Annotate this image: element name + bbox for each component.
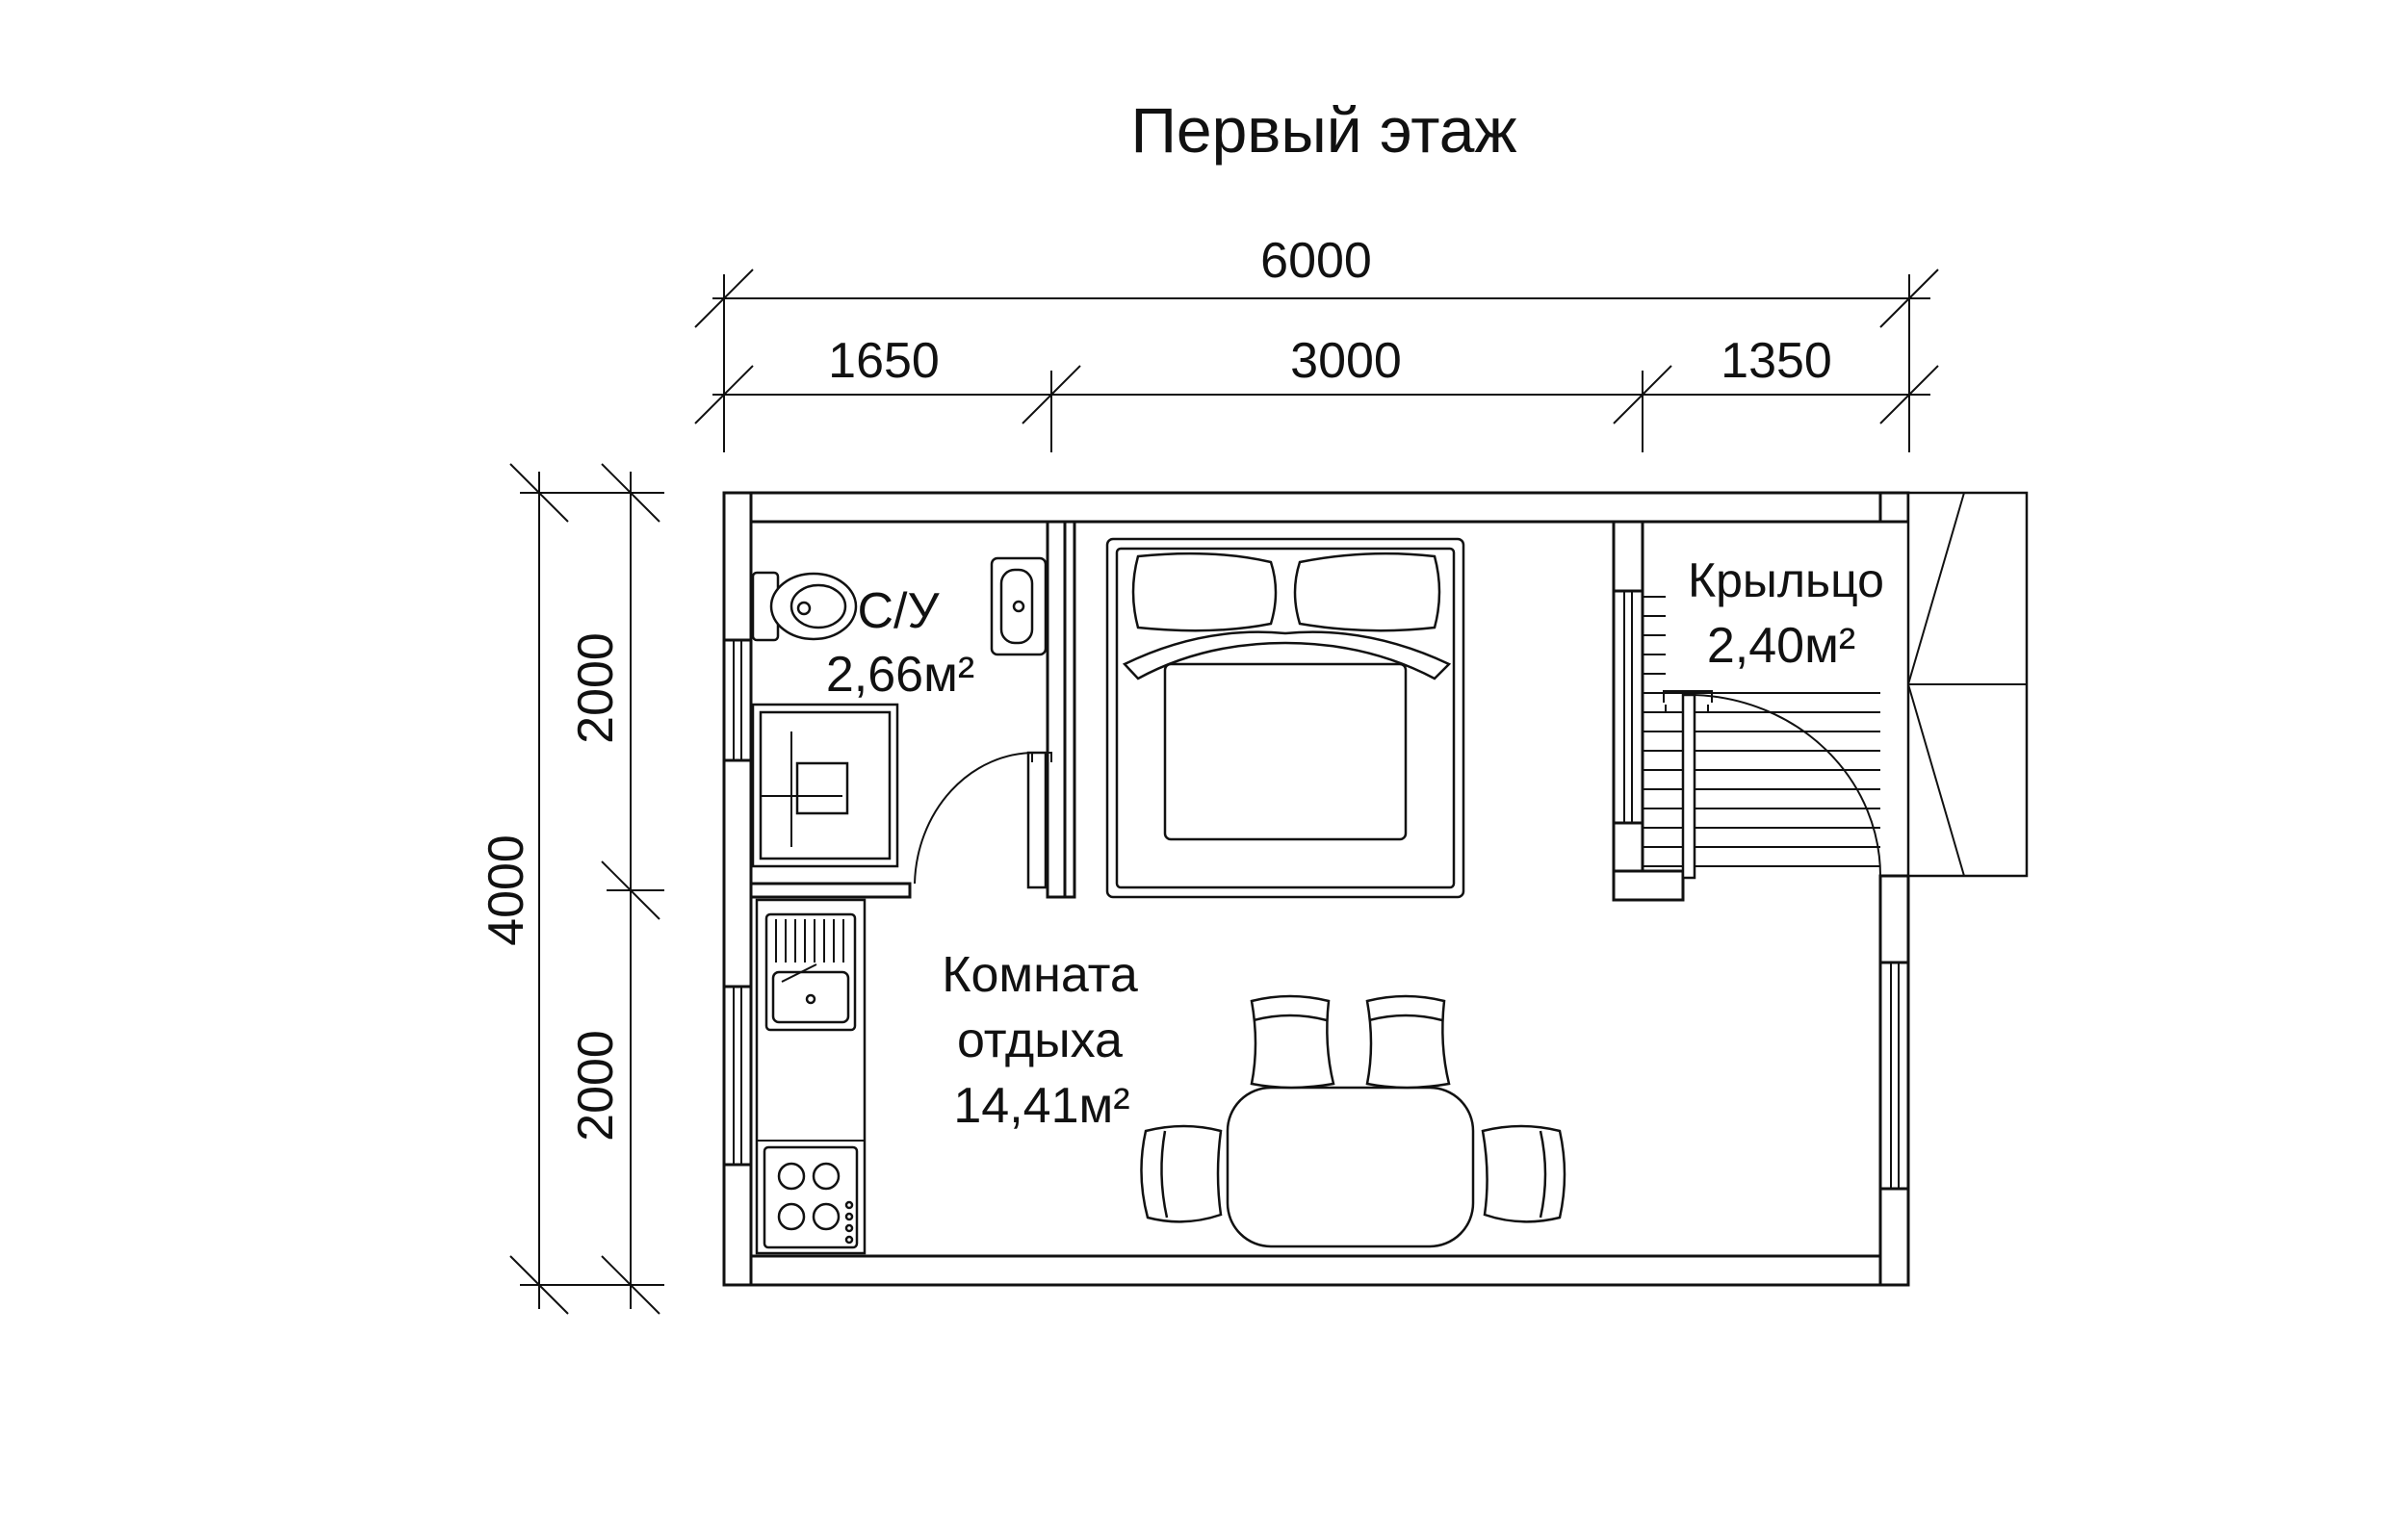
shower-icon: [751, 703, 899, 868]
kitchen-sink-icon: [764, 912, 857, 1032]
bathroom-name: С/У: [857, 583, 940, 639]
bathroom-area: 2,66м²: [826, 647, 974, 703]
living-room-name-line2: отдыха: [957, 1013, 1123, 1068]
living-room: Комната отдыха 14,41м²: [942, 947, 1138, 1134]
vertical-dimensions: 4000 2000 2000: [479, 463, 664, 1315]
left-windows: [722, 638, 753, 1167]
interior-walls: [749, 491, 1910, 902]
bed-icon: [1105, 537, 1465, 899]
washbasin-icon: [990, 556, 1048, 656]
porch-label-bg: [1666, 545, 1897, 680]
chair-icon: [1250, 994, 1335, 1090]
dim-width-1: 1650: [828, 333, 940, 389]
bathroom: С/У 2,66м²: [751, 556, 1052, 889]
dim-height-1: 2000: [568, 632, 624, 744]
dim-total-width: 6000: [1260, 233, 1372, 289]
porch-area: 2,40м²: [1707, 618, 1855, 674]
porch: Крыльцо 2,40м²: [1643, 491, 2029, 880]
dim-height-2: 2000: [568, 1030, 624, 1142]
living-room-area: 14,41м²: [953, 1078, 1129, 1134]
kitchen: [755, 898, 867, 1255]
dining-set: [1140, 994, 1566, 1248]
chair-icon: [1140, 1124, 1223, 1223]
cooktop-icon: [763, 1145, 859, 1249]
dim-width-3: 1350: [1721, 333, 1832, 389]
toilet-icon: [751, 571, 858, 642]
chair-icon: [1365, 994, 1451, 1090]
entrance-door-icon: [1663, 690, 1881, 880]
bathroom-door-icon: [914, 751, 1052, 889]
horizontal-dimensions: 6000 1650 3000 1350: [694, 233, 1939, 452]
plan-title: Первый этаж: [1130, 94, 1516, 166]
chair-icon: [1481, 1124, 1566, 1223]
porch-ramp: [1906, 491, 2029, 878]
dim-width-2: 3000: [1290, 333, 1402, 389]
porch-name: Крыльцо: [1688, 553, 1884, 607]
right-window: [1878, 961, 1910, 1191]
living-room-name-line1: Комната: [942, 947, 1138, 1003]
dining-table: [1226, 1086, 1475, 1248]
dim-total-height: 4000: [479, 834, 534, 946]
